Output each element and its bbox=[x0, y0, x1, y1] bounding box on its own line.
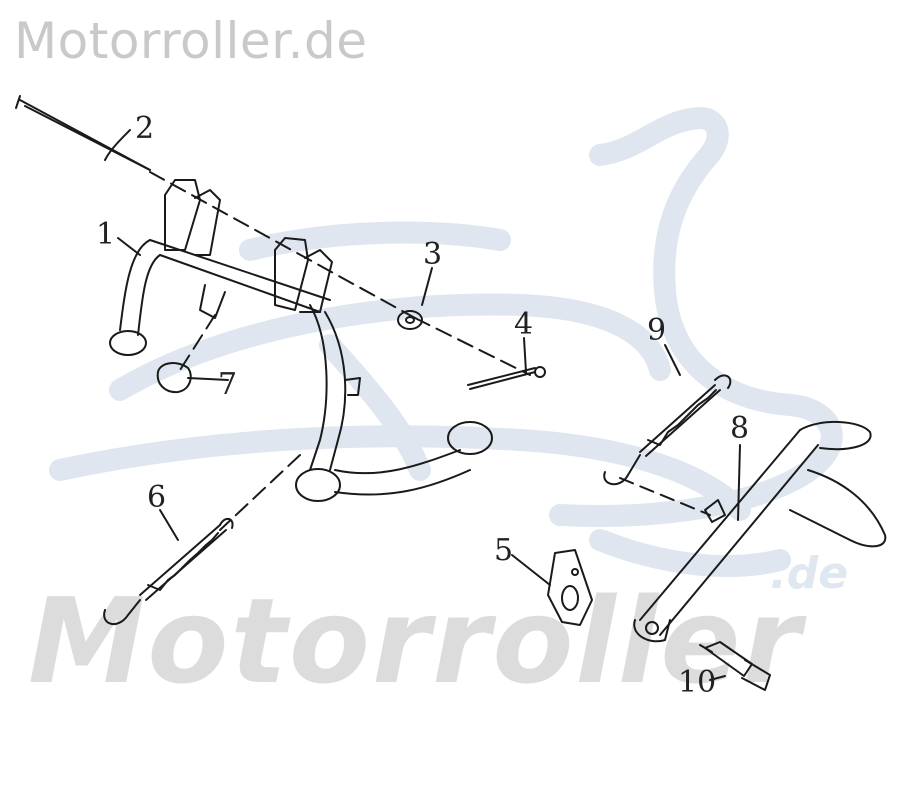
pivot-bolt-shape bbox=[15, 95, 151, 171]
callout-number-2: 2 bbox=[135, 111, 154, 146]
assembly-line-main bbox=[149, 171, 531, 531]
callout-number-9: 9 bbox=[647, 313, 666, 348]
callout-number-5: 5 bbox=[494, 533, 513, 568]
side-stand-bolt-shape bbox=[699, 641, 771, 691]
callout-number-8: 8 bbox=[730, 411, 749, 446]
callout-number-10: 10 bbox=[678, 665, 716, 700]
brand-watermark-suffix: .de bbox=[770, 548, 849, 599]
washer-shape bbox=[397, 310, 423, 330]
main-stand-shape bbox=[109, 179, 493, 502]
brand-logo-text: Motorroller.de bbox=[14, 12, 368, 70]
main-stand-spring-shape bbox=[103, 517, 234, 625]
callout-number-3: 3 bbox=[423, 237, 442, 272]
callout-number-4: 4 bbox=[514, 307, 533, 342]
side-stand-spring-shape bbox=[603, 374, 732, 486]
assembly-line-side bbox=[619, 477, 711, 516]
callout-number-1: 1 bbox=[96, 217, 115, 252]
cotter-pin-shape bbox=[467, 366, 546, 390]
bracket-plate-shape bbox=[547, 549, 593, 626]
brand-watermark: Motorroller bbox=[28, 572, 803, 710]
callout-labels: 1 2 3 4 5 6 7 8 9 10 bbox=[96, 111, 749, 700]
callout-number-7: 7 bbox=[218, 367, 237, 402]
side-stand-shape bbox=[633, 420, 887, 643]
leader-lines bbox=[104, 129, 741, 681]
callout-number-6: 6 bbox=[147, 480, 166, 515]
rubber-bumper-shape bbox=[156, 362, 192, 394]
